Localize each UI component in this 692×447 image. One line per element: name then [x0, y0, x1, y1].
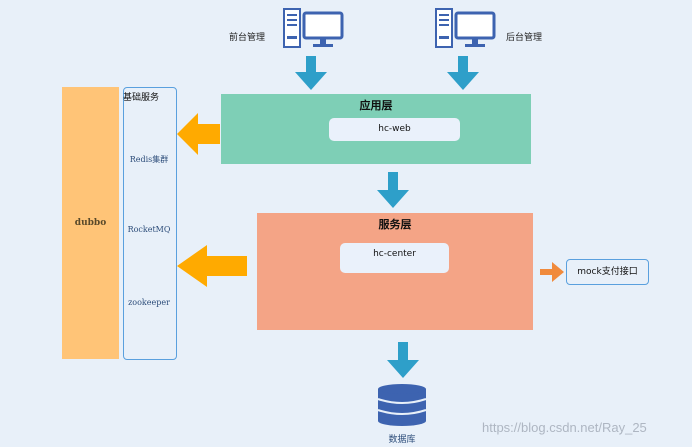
- service-left-arrow: [177, 245, 247, 287]
- database-icon: [377, 384, 427, 426]
- front-down-arrow: [295, 56, 327, 90]
- back-down-arrow: [447, 56, 479, 90]
- base-service-zookeeper: zookeeper: [128, 298, 170, 307]
- hc-web-module: hc-web: [329, 118, 460, 141]
- back-management-label: 后台管理: [506, 33, 543, 43]
- base-services-box: [123, 87, 177, 360]
- base-service-redis: Redis集群: [129, 155, 169, 164]
- dubbo-label: dubbo: [74, 218, 107, 228]
- app-to-service-arrow: [377, 172, 409, 208]
- back-monitor-icon: [454, 11, 496, 47]
- base-services-title: 基础服务: [123, 93, 160, 103]
- dubbo-column: [62, 87, 119, 359]
- application-layer-title: 应用层: [359, 99, 393, 112]
- back-server-icon: [435, 8, 453, 48]
- front-monitor-icon: [302, 11, 344, 47]
- service-to-db-arrow: [387, 342, 419, 378]
- front-server-icon: [283, 8, 301, 48]
- mock-arrow: [540, 262, 564, 282]
- service-layer-title: 服务层: [378, 218, 412, 231]
- hc-center-module: hc-center: [340, 243, 449, 273]
- mock-payment-interface: mock支付接口: [566, 259, 649, 285]
- database-label: 数据库: [388, 435, 416, 445]
- watermark: https://blog.csdn.net/Ray_25: [482, 420, 647, 435]
- app-left-arrow: [177, 113, 220, 155]
- front-management-label: 前台管理: [229, 33, 266, 43]
- base-service-rocketmq: RocketMQ: [127, 225, 171, 234]
